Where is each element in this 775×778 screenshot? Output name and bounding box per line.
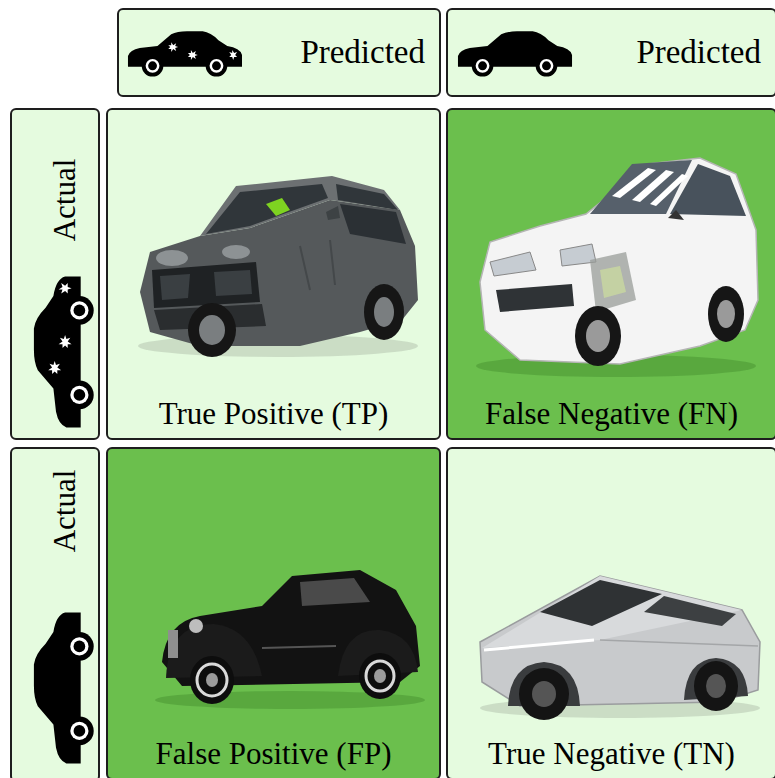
axis-label: Actual [47,159,83,242]
axis-label: Predicted [636,34,761,72]
damaged-grey-car [138,176,418,357]
cell-label: False Negative (FN) [485,396,738,432]
axis-label: Predicted [300,34,425,72]
matrix-cell: True Positive (TP) [106,108,441,440]
matrix-cell: False Negative (FN) [446,108,775,440]
matrix-cell: False Positive (FP) [106,447,441,778]
damaged-car-icon [128,31,242,76]
cell-label: True Positive (TP) [159,396,389,432]
cell-label: False Positive (FP) [156,736,392,772]
car-icon [458,31,572,76]
predicted-header: Predicted [117,8,441,97]
white-car [476,158,758,377]
car-icon [34,613,94,764]
vintage-black-car [155,570,425,709]
actual-header: Actual [10,447,100,778]
damaged-car-icon [34,277,94,428]
axis-label: Actual [47,470,83,553]
cell-label: True Negative (TN) [488,736,735,772]
predicted-header: Predicted [446,8,775,97]
silver-truck [480,576,760,720]
matrix-cell: True Negative (TN) [446,447,775,778]
actual-header: Actual [10,108,100,440]
